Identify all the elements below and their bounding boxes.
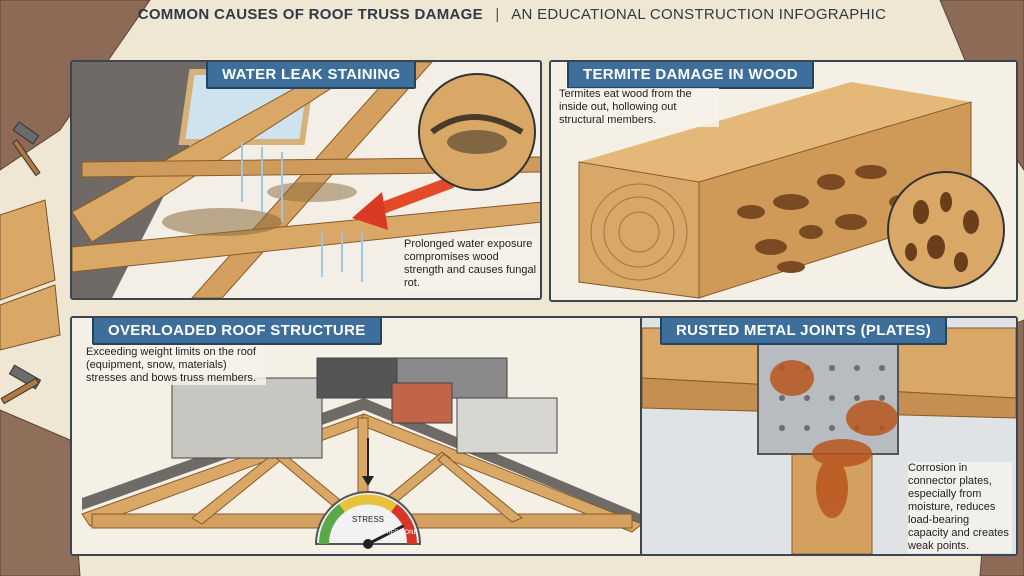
water-leak-caption: Prolonged water exposure compromises woo…	[404, 238, 538, 290]
water-leak-heading: WATER LEAK STAINING	[206, 62, 417, 89]
termite-heading: TERMITE DAMAGE IN WOOD	[567, 62, 814, 89]
overloaded-roof-caption: Exceeding weight limits on the roof (equ…	[86, 346, 266, 385]
termite-panel: TERMITE DAMAGE IN WOOD Termites eat wood…	[549, 60, 1018, 302]
overloaded-roof-heading: OVERLOADED ROOF STRUCTURE	[92, 318, 382, 345]
overloaded-roof-panel: STRESS RED ZONE OVERLOADED ROOF STRUCTUR…	[70, 316, 652, 556]
hammer-icon	[0, 121, 42, 405]
water-leak-illustration	[72, 62, 540, 298]
rusted-joints-panel: RUSTED METAL JOINTS (PLATES) Corrosion i…	[640, 316, 1018, 556]
page-header: COMMON CAUSES OF ROOF TRUSS DAMAGE | AN …	[0, 6, 1024, 23]
stress-gauge: STRESS RED ZONE	[314, 491, 422, 549]
rusted-joints-heading: RUSTED METAL JOINTS (PLATES)	[660, 318, 948, 345]
page-title: COMMON CAUSES OF ROOF TRUSS DAMAGE	[137, 6, 483, 23]
water-leak-panel: WATER LEAK STAINING Prolonged water expo…	[70, 60, 542, 300]
rusted-joints-caption: Corrosion in connector plates, especiall…	[908, 462, 1012, 553]
gauge-red-zone-label: RED ZONE	[386, 530, 417, 536]
gauge-stress-label: STRESS	[352, 515, 384, 524]
page-subtitle: AN EDUCATIONAL CONSTRUCTION INFOGRAPHIC	[511, 6, 887, 23]
title-separator: |	[495, 6, 500, 23]
termite-caption: Termites eat wood from the inside out, h…	[559, 88, 719, 127]
